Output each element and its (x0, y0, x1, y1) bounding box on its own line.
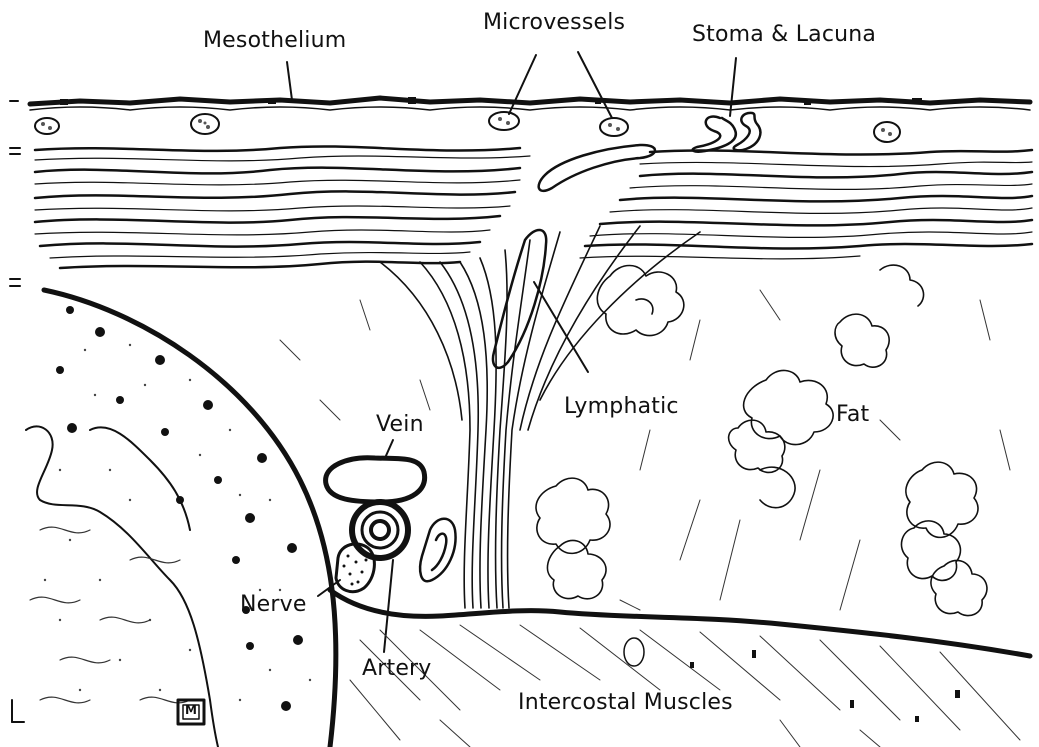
fat-lobules (536, 265, 987, 616)
label-lymphatic: Lymphatic (564, 394, 679, 419)
vein (326, 440, 425, 502)
label-intercostal-muscles: Intercostal Muscles (518, 690, 733, 715)
margin-ticks (10, 101, 24, 722)
rib-region (26, 290, 336, 747)
label-mesothelium: Mesothelium (203, 28, 346, 53)
microvessel-cross-sections (35, 52, 900, 142)
label-vein: Vein (376, 412, 424, 437)
monogram-letter: M (185, 703, 197, 717)
label-microvessels: Microvessels (483, 10, 625, 35)
label-artery: Artery (362, 656, 432, 681)
label-stoma-lacuna: Stoma & Lacuna (692, 22, 876, 47)
fibrous-connective-tissue (35, 146, 1032, 268)
intercostal-muscle-region (330, 590, 1030, 747)
label-fat: Fat (836, 402, 869, 427)
small-vessel (420, 519, 455, 582)
label-nerve: Nerve (240, 592, 307, 617)
